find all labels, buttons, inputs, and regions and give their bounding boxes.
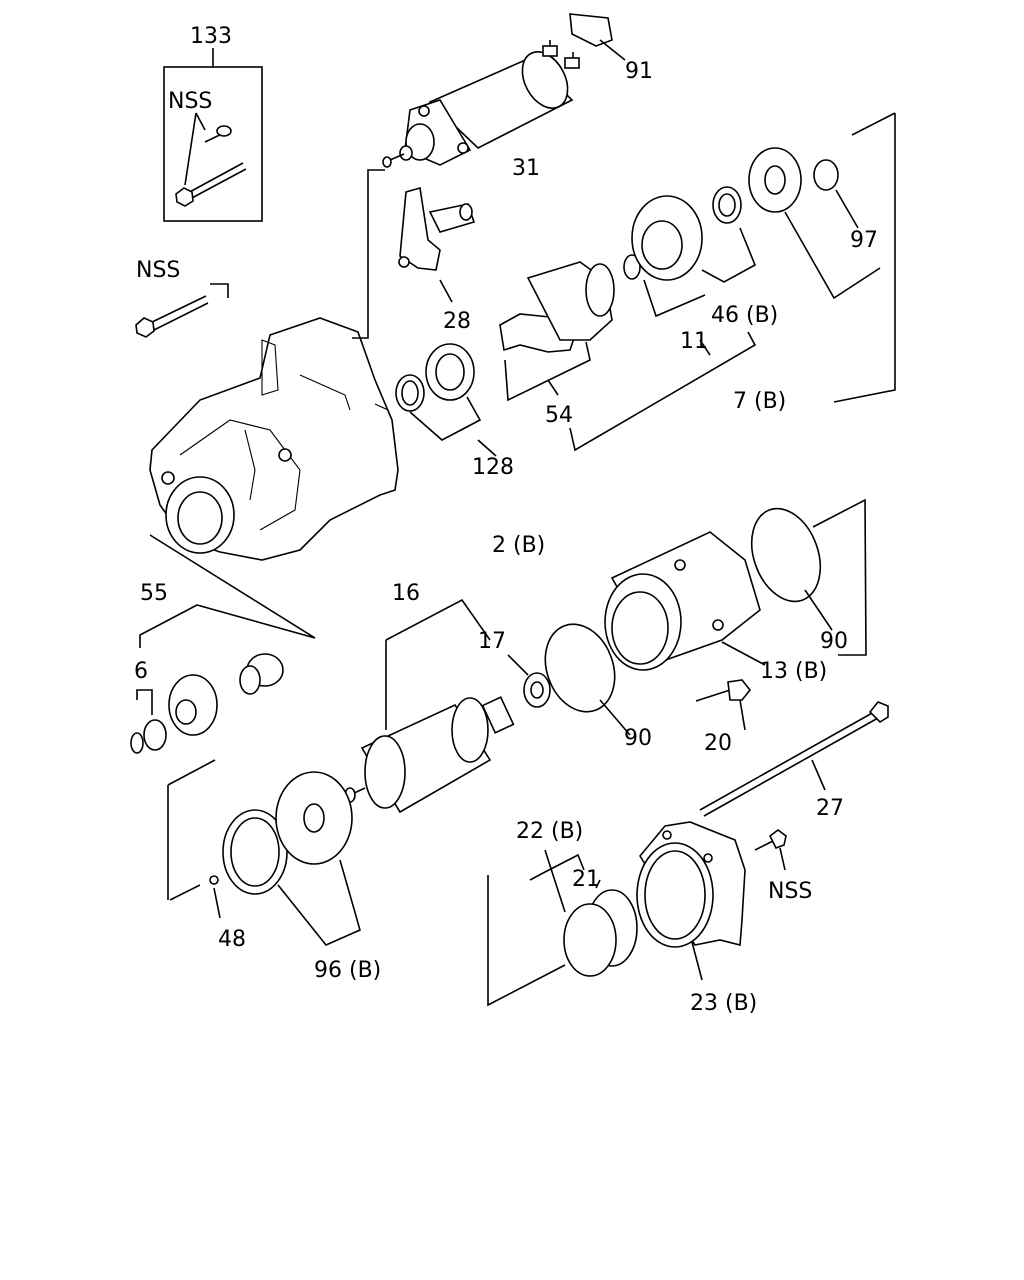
part-55-pinion: [139, 534, 316, 736]
leader-90b: [804, 498, 867, 656]
label-97: 97: [850, 228, 878, 253]
bracket-7b: [569, 331, 757, 452]
label-96b: 96 (B): [314, 958, 381, 983]
label-6: 6: [134, 659, 148, 684]
label-11: 11: [680, 329, 708, 354]
part-96b-brush-holder: [222, 771, 361, 946]
part-28-shift-lever: [398, 186, 476, 303]
part-23b-end-frame: [636, 821, 746, 981]
part-97-pinion-gear: [748, 112, 896, 403]
label-13b: 13 (B): [760, 659, 827, 684]
label-23b: 23 (B): [690, 991, 757, 1016]
label-27: 27: [816, 796, 844, 821]
label-22b: 22 (B): [516, 819, 583, 844]
label-133: 133: [190, 24, 232, 49]
label-128: 128: [472, 455, 514, 480]
part-6-snap-ring: [130, 689, 167, 754]
nss-screw: [754, 829, 787, 871]
label-54: 54: [545, 403, 573, 428]
part-21-brush-plate: [487, 849, 638, 1007]
leader-90a: [599, 699, 631, 736]
part-2b-front-housing: [149, 169, 399, 561]
part-13b-yoke: [604, 531, 766, 671]
part-90-oring-rear: [750, 507, 822, 603]
label-20: 20: [704, 731, 732, 756]
label-55: 55: [140, 581, 168, 606]
label-nss-box: NSS: [168, 89, 212, 114]
part-133-bolt-kit: [163, 48, 263, 222]
part-31-solenoid: [382, 40, 580, 168]
label-2b: 2 (B): [492, 533, 545, 558]
part-16-armature: [344, 598, 515, 814]
label-90-rear: 90: [820, 629, 848, 654]
part-48-ball: [167, 759, 221, 919]
label-91: 91: [625, 59, 653, 84]
part-54-overrunning-clutch: [499, 254, 641, 402]
label-31: 31: [512, 156, 540, 181]
label-nss-bolt: NSS: [136, 258, 180, 283]
part-11-gear-assembly: [631, 186, 757, 318]
part-90-oring-front: [544, 623, 616, 713]
part-27-through-bolt: [699, 701, 889, 817]
part-20-screw: [695, 679, 752, 731]
part-128-bearing-seal: [395, 343, 497, 457]
nss-bolt: [135, 283, 229, 338]
label-7b: 7 (B): [733, 389, 786, 414]
label-28: 28: [443, 309, 471, 334]
part-91-terminal-cap: [569, 13, 626, 61]
label-48: 48: [218, 927, 246, 952]
label-21: 21: [572, 867, 600, 892]
bracket-11: [699, 339, 711, 356]
part-17-bearing: [507, 654, 551, 708]
label-nss-screw: NSS: [768, 879, 812, 904]
label-17: 17: [478, 629, 506, 654]
label-90-front: 90: [624, 726, 652, 751]
label-16: 16: [392, 581, 420, 606]
label-46b: 46 (B): [711, 303, 778, 328]
